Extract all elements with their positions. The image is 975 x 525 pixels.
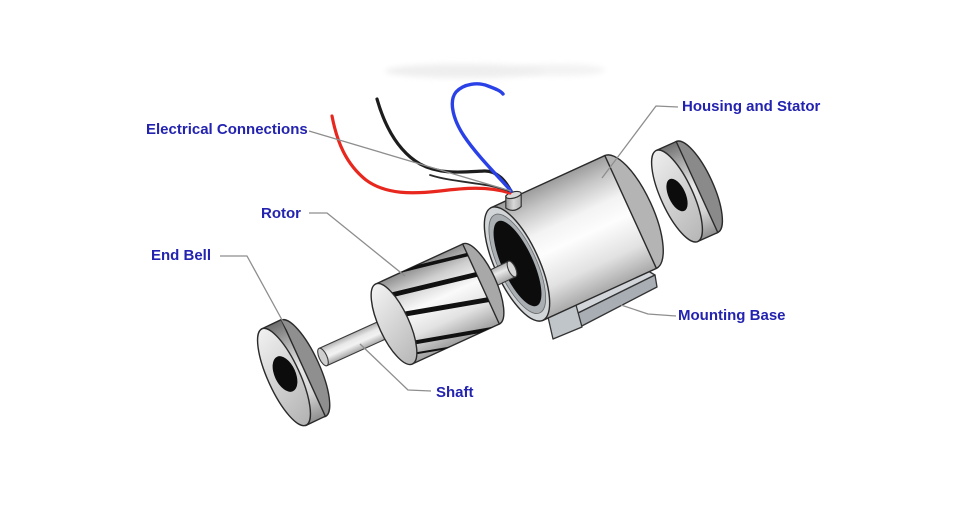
background-smudge (385, 64, 605, 78)
end-bell-right-graphic (650, 140, 724, 243)
leader-lines (220, 105, 679, 392)
black-wire (375, 97, 513, 193)
wire-terminal-graphic (505, 190, 522, 211)
bearing-hole (666, 178, 688, 212)
end-bell-hole (272, 356, 298, 392)
leader-rotor (309, 212, 406, 277)
leader-electrical-connections (308, 130, 512, 192)
stator-bore-hole (493, 220, 542, 307)
leader-mounting-base (620, 304, 677, 317)
blue-wire (450, 82, 513, 193)
label-rotor: Rotor (261, 205, 301, 222)
label-end-bell: End Bell (151, 247, 212, 264)
housing-stator-graphic (483, 154, 664, 322)
end-bell-graphic (256, 318, 331, 427)
label-electrical-connections: Electrical Connections (146, 121, 308, 138)
wires (330, 82, 513, 195)
label-mounting-base: Mounting Base (678, 307, 786, 324)
leader-housing-stator (601, 105, 679, 179)
leader-end-bell (220, 255, 288, 330)
label-housing-and-stator: Housing and Stator (682, 98, 821, 115)
red-wire (330, 114, 512, 195)
leader-shaft (359, 343, 432, 392)
label-shaft: Shaft (436, 384, 474, 401)
